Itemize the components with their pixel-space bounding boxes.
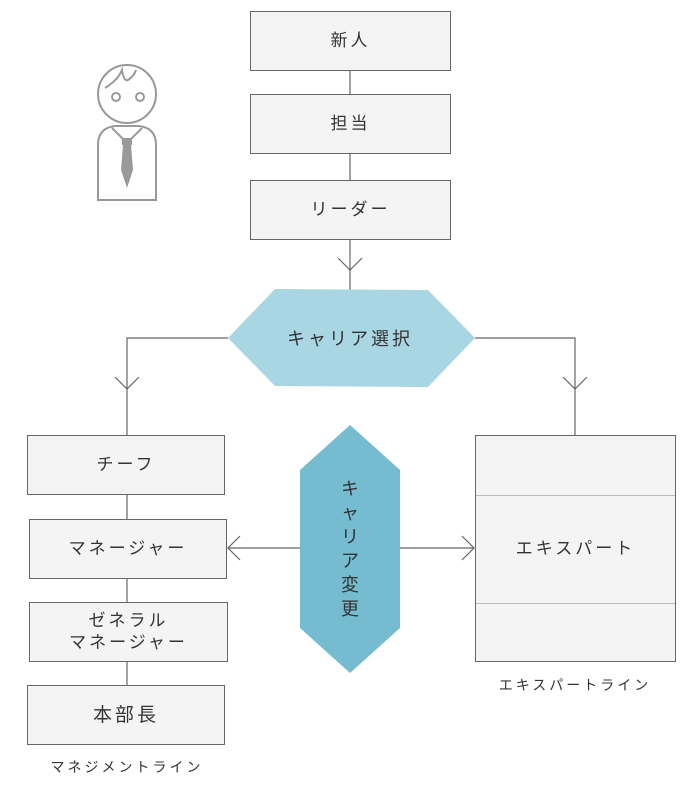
char: ャ bbox=[341, 503, 359, 524]
career-choice-hexagon bbox=[228, 289, 475, 387]
management-line-label: マネジメントライン bbox=[50, 760, 204, 776]
divider bbox=[476, 495, 675, 496]
stage-manager: マネージャー bbox=[29, 519, 227, 579]
char: 変 bbox=[341, 575, 359, 596]
char: リ bbox=[341, 527, 359, 548]
career-choice-label: キャリア選択 bbox=[287, 329, 413, 350]
expert-label: エキスパート bbox=[515, 538, 636, 559]
divider bbox=[476, 603, 675, 604]
char: ア bbox=[341, 551, 359, 572]
stage-chief: チーフ bbox=[27, 435, 225, 495]
career-change-label: キ ャ リ ア 変 更 bbox=[330, 478, 370, 622]
stage-leader: リーダー bbox=[250, 180, 451, 240]
stage-expert: エキスパート bbox=[475, 435, 676, 662]
char: キ bbox=[341, 479, 359, 500]
stage-general-manager: ゼネラル マネージャー bbox=[29, 602, 228, 662]
char: 更 bbox=[341, 599, 359, 620]
stage-staff: 担当 bbox=[250, 94, 451, 154]
career-change-hexagon bbox=[300, 425, 400, 673]
expert-line-label: エキスパートライン bbox=[498, 678, 652, 694]
stage-new-hire: 新人 bbox=[250, 11, 451, 71]
stage-division-head: 本部長 bbox=[27, 685, 225, 745]
